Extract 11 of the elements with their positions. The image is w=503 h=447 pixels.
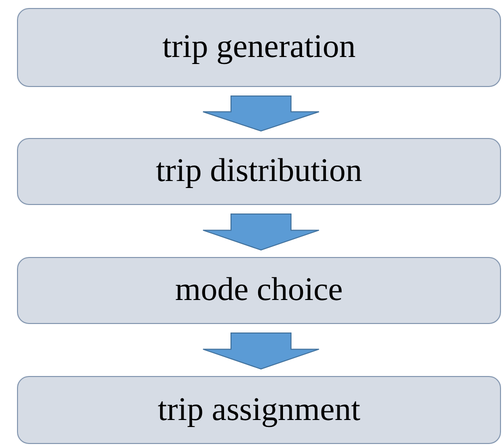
step-label: trip assignment: [158, 392, 360, 428]
step-label: mode choice: [175, 272, 343, 309]
block-arrow: [202, 96, 320, 132]
step-label: trip generation: [162, 29, 356, 66]
step-label: trip distribution: [156, 153, 362, 190]
block-arrow: [202, 214, 320, 251]
process-box: [17, 138, 501, 205]
process-box: [17, 8, 501, 87]
block-arrow: [202, 332, 320, 370]
process-box: [17, 257, 501, 324]
process-box: [17, 376, 501, 444]
